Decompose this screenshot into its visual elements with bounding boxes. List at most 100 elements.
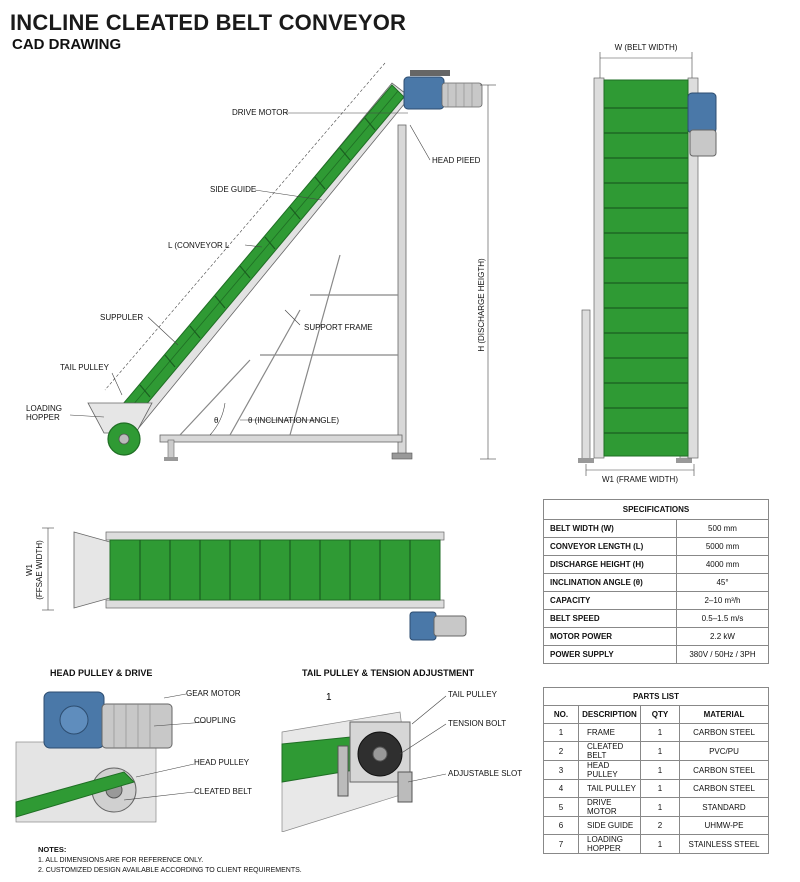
part-no: 2 <box>543 741 579 761</box>
spec-key: CONVEYOR LENGTH (L) <box>543 537 677 556</box>
part-material: CARBON STEEL <box>679 779 769 798</box>
part-description: LOADING HOPPER <box>578 834 641 854</box>
head-pulley-detail <box>15 691 207 823</box>
col-description: DESCRIPTION <box>578 705 641 724</box>
support-leg <box>397 124 407 456</box>
part-material: CARBON STEEL <box>679 760 769 780</box>
part-description: SIDE GUIDE <box>578 816 641 835</box>
tail-detail-callouts: TAIL PULLEY TENSION BOLT ADJUSTABLE SLOT <box>448 690 522 778</box>
col-no: NO. <box>543 705 579 724</box>
callout-coupling: COUPLING <box>194 716 236 725</box>
spec-key: BELT SPEED <box>543 609 677 628</box>
part-description: DRIVE MOTOR <box>578 797 641 817</box>
part-description: CLEATED BELT <box>578 741 641 761</box>
notes-heading: NOTES: <box>38 845 67 854</box>
top-view-drawing: W1 (FFSAE WIDTH) <box>25 527 467 641</box>
spec-value: 500 mm <box>676 519 769 538</box>
callout-loading-hopper-1: LOADING <box>26 404 62 413</box>
hopper-top <box>73 531 111 609</box>
callout-tail-pulley: TAIL PULLEY <box>60 363 110 372</box>
gearbox-side <box>403 76 445 110</box>
part-qty: 1 <box>640 723 680 742</box>
base-frame <box>159 434 403 443</box>
dimension-w1-sub: (FFSAE WIDTH) <box>35 540 44 600</box>
notes: NOTES: 1. ALL DIMENSIONS ARE FOR REFEREN… <box>38 845 302 876</box>
parts-heading: PARTS LIST <box>543 687 769 706</box>
part-qty: 1 <box>640 741 680 761</box>
part-material: PVC/PU <box>679 741 769 761</box>
tail-pulley-detail: 1 <box>281 692 447 832</box>
part-no: 1 <box>543 723 579 742</box>
part-no: 6 <box>543 816 579 835</box>
parts-list-table: PARTS LIST NO. DESCRIPTION QTY MATERIAL … <box>543 687 769 854</box>
callout-cleated-belt: CLEATED BELT <box>194 787 252 796</box>
spec-row: BELT WIDTH (W)500 mm <box>543 519 769 538</box>
spec-row: INCLINATION ANGLE (θ)45° <box>543 573 769 592</box>
cleated-belt-front <box>603 79 689 457</box>
part-qty: 1 <box>640 760 680 780</box>
callout-support-roller: SUPPULER <box>100 313 143 322</box>
callout-head-pulley: HEAD PIEED <box>432 156 481 165</box>
callout-loading-hopper-2: HOPPER <box>26 413 60 422</box>
callout-side-guide: SIDE GUIDE <box>210 185 256 194</box>
dimension-frame-width: W1 (FRAME WIDTH) <box>602 475 678 484</box>
dimension-belt-width: W (BELT WIDTH) <box>615 43 678 52</box>
callout-drive-motor: DRIVE MOTOR <box>232 108 289 117</box>
callout-conveyor-length: L (CONVEYOR L <box>168 241 230 250</box>
detail-head-heading: HEAD PULLEY & DRIVE <box>50 668 153 678</box>
note-2: 2. CUSTOMIZED DESIGN AVAILABLE ACCORDING… <box>38 867 302 874</box>
part-no: 7 <box>543 834 579 854</box>
part-description: TAIL PULLEY <box>578 779 641 798</box>
callout-adjustable-slot: ADJUSTABLE SLOT <box>448 769 522 778</box>
belt-cleats-side <box>139 117 376 398</box>
front-view-drawing: W (BELT WIDTH) W1 (FRAME WIDTH) <box>578 43 717 484</box>
head-detail-callouts: GEAR MOTOR COUPLING HEAD PULLEY CLEATED … <box>186 689 252 796</box>
spec-key: CAPACITY <box>543 591 677 610</box>
theta-symbol: θ <box>214 416 219 425</box>
part-material: CARBON STEEL <box>679 723 769 742</box>
callout-head-pulley-detail: HEAD PULLEY <box>194 758 250 767</box>
spec-value: 2.2 kW <box>676 627 769 646</box>
callout-tension-bolt: TENSION BOLT <box>448 719 506 728</box>
part-qty: 2 <box>640 816 680 835</box>
dimension-discharge-height: H (DISCHARGE HEIGTH) <box>477 258 486 352</box>
spec-value: 4000 mm <box>676 555 769 574</box>
spec-value: 5000 mm <box>676 537 769 556</box>
drawing-title: INCLINE CLEATED BELT CONVEYOR <box>10 10 407 35</box>
col-qty: QTY <box>640 705 680 724</box>
spec-value: 45° <box>676 573 769 592</box>
specs-heading: SPECIFICATIONS <box>543 499 769 520</box>
part-material: STAINLESS STEEL <box>679 834 769 854</box>
dimension-w1: W1 <box>25 563 34 576</box>
spec-key: INCLINATION ANGLE (θ) <box>543 573 677 592</box>
front-frame-left <box>593 77 605 459</box>
side-view-drawing: DRIVE MOTOR HEAD PIEED SIDE GUIDE L (CON… <box>26 62 496 461</box>
spec-key: BELT WIDTH (W) <box>543 519 677 538</box>
callout-gear-motor: GEAR MOTOR <box>186 689 241 698</box>
part-qty: 1 <box>640 797 680 817</box>
spec-value: 380V / 50Hz / 3PH <box>676 645 769 664</box>
callout-inclination-angle: θ (INCLINATION ANGLE) <box>248 416 339 425</box>
drawing-subtitle: CAD DRAWING <box>12 36 122 53</box>
spec-key: DISCHARGE HEIGHT (H) <box>543 555 677 574</box>
part-qty: 1 <box>640 834 680 854</box>
support-braces <box>179 254 398 436</box>
part-no: 4 <box>543 779 579 798</box>
spec-row: CONVEYOR LENGTH (L)5000 mm <box>543 537 769 556</box>
part-description: FRAME <box>578 723 641 742</box>
cleated-belt-side <box>111 84 405 432</box>
spec-value: 2–10 m³/h <box>676 591 769 610</box>
part-material: STANDARD <box>679 797 769 817</box>
spec-row: DISCHARGE HEIGHT (H)4000 mm <box>543 555 769 574</box>
